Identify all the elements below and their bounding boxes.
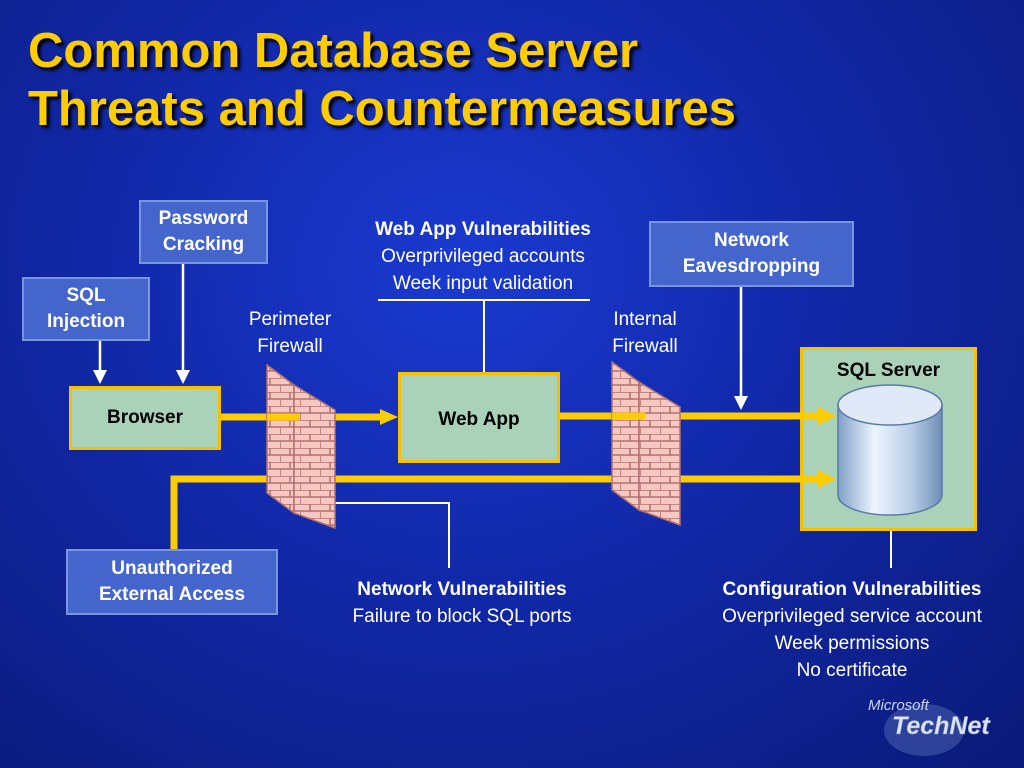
web-app-vulnerabilities: Web App Vulnerabilities Overprivileged a… bbox=[318, 216, 648, 297]
technet-logo: Microsoft TechNet bbox=[868, 697, 992, 756]
web-app-vulnerability-item: Week input validation bbox=[392, 273, 574, 294]
configuration-vulnerability-item: Week permissions bbox=[774, 633, 930, 654]
password-cracking-line-2: Cracking bbox=[162, 234, 245, 255]
web-app-vulnerability-item: Overprivileged accounts bbox=[381, 246, 585, 267]
unauthorized-access-box: Unauthorized External Access bbox=[66, 549, 278, 615]
perimeter-firewall bbox=[266, 363, 336, 530]
configuration-vulnerability-item: Overprivileged service account bbox=[722, 606, 982, 627]
perimeter-firewall-line-1: Perimeter bbox=[248, 309, 332, 330]
network-eavesdropping-box: Network Eavesdropping bbox=[649, 221, 854, 287]
unauthorized-access-line-2: External Access bbox=[98, 584, 246, 605]
threat-arrows bbox=[93, 263, 748, 410]
title-line-2: Threats and Countermeasures bbox=[28, 82, 736, 136]
unauthorized-access-line-1: Unauthorized bbox=[111, 558, 233, 579]
internal-firewall-line-1: Internal bbox=[613, 309, 677, 330]
perimeter-firewall-line-2: Firewall bbox=[257, 336, 323, 357]
internal-firewall-line-2: Firewall bbox=[612, 336, 678, 357]
web-app-vulnerabilities-heading: Web App Vulnerabilities bbox=[375, 219, 591, 240]
sql-injection-line-1: SQL bbox=[66, 285, 106, 306]
annotation-lines bbox=[335, 299, 892, 568]
network-eavesdropping-line-1: Network bbox=[714, 230, 789, 251]
web-app-node: Web App bbox=[398, 372, 560, 463]
sql-server-label: SQL Server bbox=[836, 360, 941, 381]
network-vulnerabilities-heading: Network Vulnerabilities bbox=[357, 579, 567, 600]
configuration-vulnerabilities: Configuration Vulnerabilities Overprivil… bbox=[684, 576, 1020, 684]
internal-firewall bbox=[611, 360, 681, 527]
network-eavesdropping-line-2: Eavesdropping bbox=[682, 256, 821, 277]
network-vulnerabilities: Network Vulnerabilities Failure to block… bbox=[297, 576, 627, 630]
title-line-1: Common Database Server bbox=[28, 24, 639, 78]
web-app-label: Web App bbox=[438, 409, 520, 430]
sql-injection-line-2: Injection bbox=[46, 311, 126, 332]
password-cracking-box: Password Cracking bbox=[139, 200, 268, 264]
slide-title: Common Database Server Threats and Count… bbox=[28, 22, 736, 138]
configuration-vulnerability-item: No certificate bbox=[796, 660, 908, 681]
perimeter-firewall-label: Perimeter Firewall bbox=[225, 306, 355, 360]
logo-bottom-text: TechNet bbox=[892, 712, 991, 740]
internal-firewall-label: Internal Firewall bbox=[580, 306, 710, 360]
network-vulnerability-item: Failure to block SQL ports bbox=[352, 606, 572, 627]
password-cracking-line-1: Password bbox=[158, 208, 249, 229]
logo-top-text: Microsoft bbox=[868, 697, 930, 714]
database-icon bbox=[837, 384, 943, 516]
configuration-vulnerabilities-heading: Configuration Vulnerabilities bbox=[722, 579, 982, 600]
browser-node: Browser bbox=[69, 386, 221, 450]
browser-label: Browser bbox=[106, 407, 184, 428]
sql-injection-box: SQL Injection bbox=[22, 277, 150, 341]
